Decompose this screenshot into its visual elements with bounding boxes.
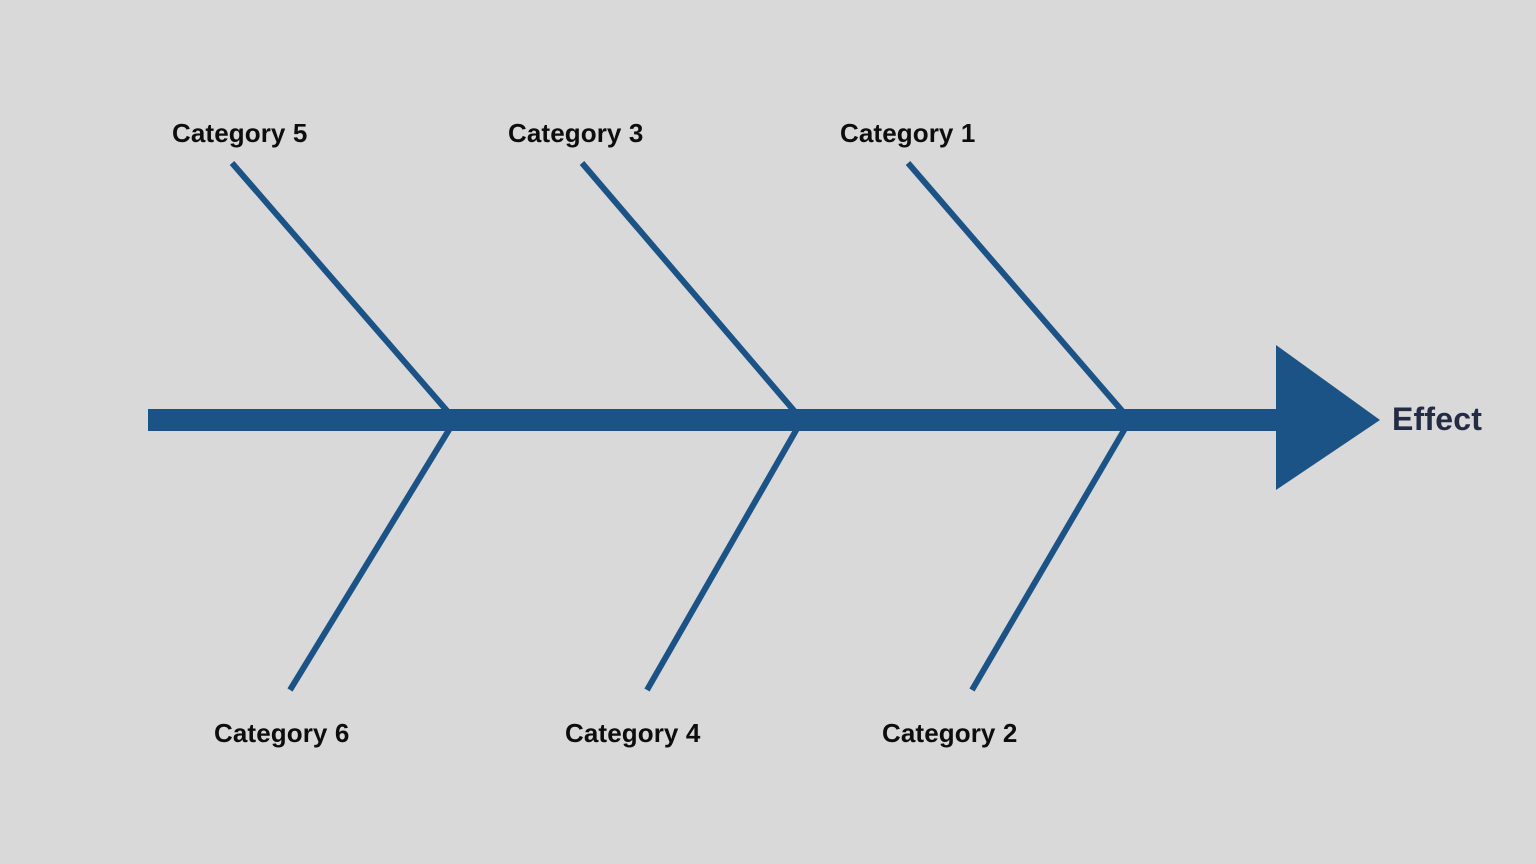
category-label-3: Category 3: [508, 118, 644, 148]
category-label-4: Category 4: [565, 718, 701, 748]
effect-label: Effect: [1392, 401, 1483, 437]
spine-arrowhead: [1276, 345, 1380, 490]
bone-category-3: [579, 161, 805, 422]
bone-category-5: [229, 161, 458, 422]
category-label-5: Category 5: [172, 118, 308, 148]
category-label-1: Category 1: [840, 118, 976, 148]
category-label-6: Category 6: [214, 718, 350, 748]
bone-category-6: [287, 418, 458, 692]
spine-bar: [148, 409, 1276, 431]
bone-category-4: [644, 418, 805, 692]
category-label-2: Category 2: [882, 718, 1018, 748]
bone-category-1: [905, 161, 1133, 422]
bone-category-2: [969, 418, 1133, 692]
